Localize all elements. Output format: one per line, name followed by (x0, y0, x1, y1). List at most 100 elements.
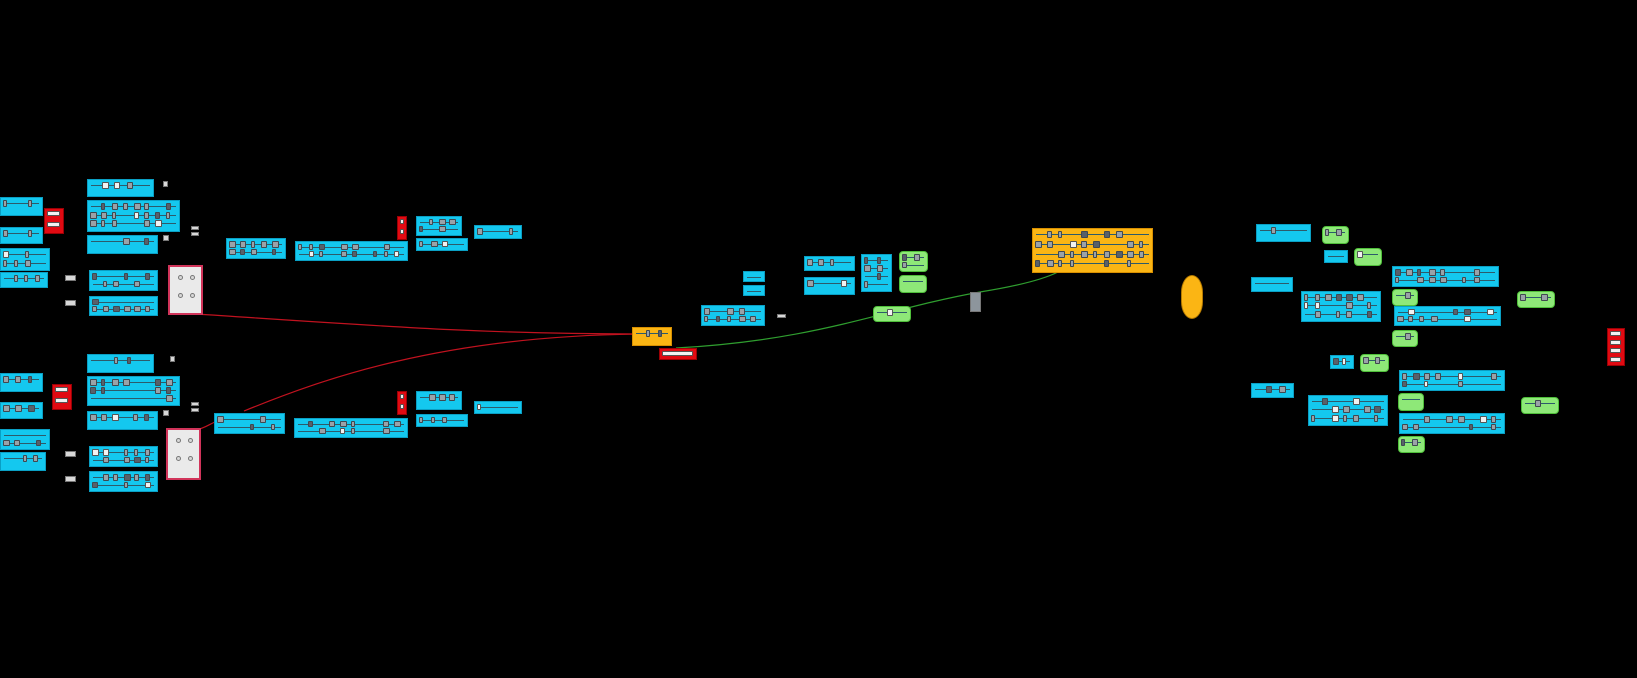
component-node[interactable] (1367, 310, 1373, 318)
group-box[interactable] (0, 272, 48, 288)
component-node[interactable] (123, 481, 128, 488)
component-node[interactable] (133, 211, 139, 219)
component-node[interactable] (1058, 231, 1062, 238)
component-node[interactable] (864, 281, 868, 288)
component-node[interactable] (429, 394, 436, 401)
component-node[interactable] (1462, 276, 1467, 283)
group-box[interactable] (87, 200, 180, 232)
component-node[interactable] (1092, 250, 1097, 258)
component-node[interactable] (3, 259, 7, 267)
component-node[interactable] (14, 439, 20, 446)
component-node[interactable] (111, 414, 119, 421)
component-node[interactable] (111, 211, 116, 219)
group-box[interactable] (1399, 370, 1505, 391)
component-node[interactable] (100, 379, 105, 386)
component-node[interactable] (1520, 294, 1526, 301)
component-node[interactable] (1069, 240, 1077, 248)
component-node[interactable] (1104, 260, 1109, 268)
group-box[interactable] (214, 413, 285, 434)
group-box[interactable] (0, 227, 43, 244)
component-node[interactable] (1490, 373, 1497, 380)
panel-node[interactable] (166, 428, 201, 480)
component-node[interactable] (92, 299, 99, 305)
component-node[interactable] (25, 251, 29, 258)
component-node[interactable] (727, 308, 735, 315)
component-node[interactable] (307, 421, 313, 427)
component-node[interactable] (394, 421, 402, 427)
component-node[interactable] (1335, 294, 1342, 301)
group-box[interactable] (1394, 306, 1501, 326)
component-node[interactable] (646, 330, 651, 337)
group-box-red[interactable] (44, 208, 64, 234)
component-node[interactable] (1473, 276, 1480, 283)
group-box[interactable] (1256, 224, 1311, 242)
component-node[interactable] (1610, 348, 1621, 353)
component-node[interactable] (1490, 423, 1496, 430)
component-node[interactable] (1457, 373, 1463, 380)
component-node[interactable] (1610, 356, 1621, 362)
component-node[interactable] (1092, 240, 1100, 248)
component-node[interactable] (123, 449, 128, 456)
component-node[interactable] (876, 273, 881, 280)
component-node[interactable] (90, 211, 97, 219)
component-node[interactable] (662, 351, 693, 356)
component-node[interactable] (715, 315, 720, 322)
component-node[interactable] (144, 414, 150, 421)
group-box[interactable] (87, 354, 154, 373)
component-node[interactable] (1353, 414, 1360, 422)
component-node[interactable] (1424, 373, 1431, 380)
group-box-green[interactable] (873, 306, 911, 322)
component-node[interactable] (1402, 423, 1408, 430)
group-box[interactable] (87, 235, 158, 254)
component-node[interactable] (111, 203, 118, 210)
component-node[interactable] (113, 280, 119, 287)
component-node[interactable] (1439, 269, 1445, 276)
component-node[interactable] (1346, 310, 1353, 318)
component-node[interactable] (34, 275, 40, 282)
group-box[interactable] (474, 401, 522, 414)
group-box[interactable] (1330, 355, 1354, 369)
component-node[interactable] (1417, 269, 1422, 276)
component-node[interactable] (1374, 357, 1380, 364)
component-node[interactable] (261, 241, 268, 248)
component-node[interactable] (144, 238, 150, 245)
param-node[interactable] (65, 451, 76, 457)
component-node[interactable] (144, 273, 150, 280)
component-node[interactable] (876, 265, 883, 272)
component-node[interactable] (902, 254, 907, 261)
component-node[interactable] (102, 449, 109, 456)
component-node[interactable] (144, 306, 150, 312)
component-node[interactable] (102, 280, 107, 287)
component-node[interactable] (249, 423, 254, 430)
component-node[interactable] (1046, 231, 1052, 238)
param-node[interactable] (163, 410, 169, 416)
component-node[interactable] (90, 379, 97, 386)
group-box-orange[interactable] (1032, 228, 1153, 273)
component-node[interactable] (383, 244, 390, 250)
group-box[interactable] (0, 373, 43, 392)
component-node[interactable] (449, 219, 456, 225)
component-node[interactable] (1314, 310, 1321, 318)
group-box-green[interactable] (1322, 226, 1349, 244)
component-node[interactable] (1405, 333, 1411, 340)
component-node[interactable] (113, 474, 118, 481)
component-node[interactable] (126, 357, 131, 364)
component-node[interactable] (27, 230, 32, 237)
component-node[interactable] (1413, 373, 1421, 380)
component-node[interactable] (25, 259, 31, 267)
component-node[interactable] (1357, 251, 1363, 258)
component-node[interactable] (351, 244, 359, 250)
component-node[interactable] (886, 309, 893, 316)
component-node[interactable] (1332, 414, 1340, 422)
group-box[interactable] (87, 411, 158, 430)
component-node[interactable] (704, 308, 710, 315)
param-node[interactable] (191, 402, 199, 406)
component-node[interactable] (102, 182, 110, 189)
component-node[interactable] (308, 251, 314, 257)
component-node[interactable] (372, 251, 377, 257)
component-node[interactable] (1104, 231, 1110, 238)
component-node[interactable] (1464, 316, 1472, 322)
param-node[interactable] (163, 235, 169, 241)
group-box[interactable] (416, 414, 468, 427)
component-node[interactable] (1367, 302, 1372, 310)
